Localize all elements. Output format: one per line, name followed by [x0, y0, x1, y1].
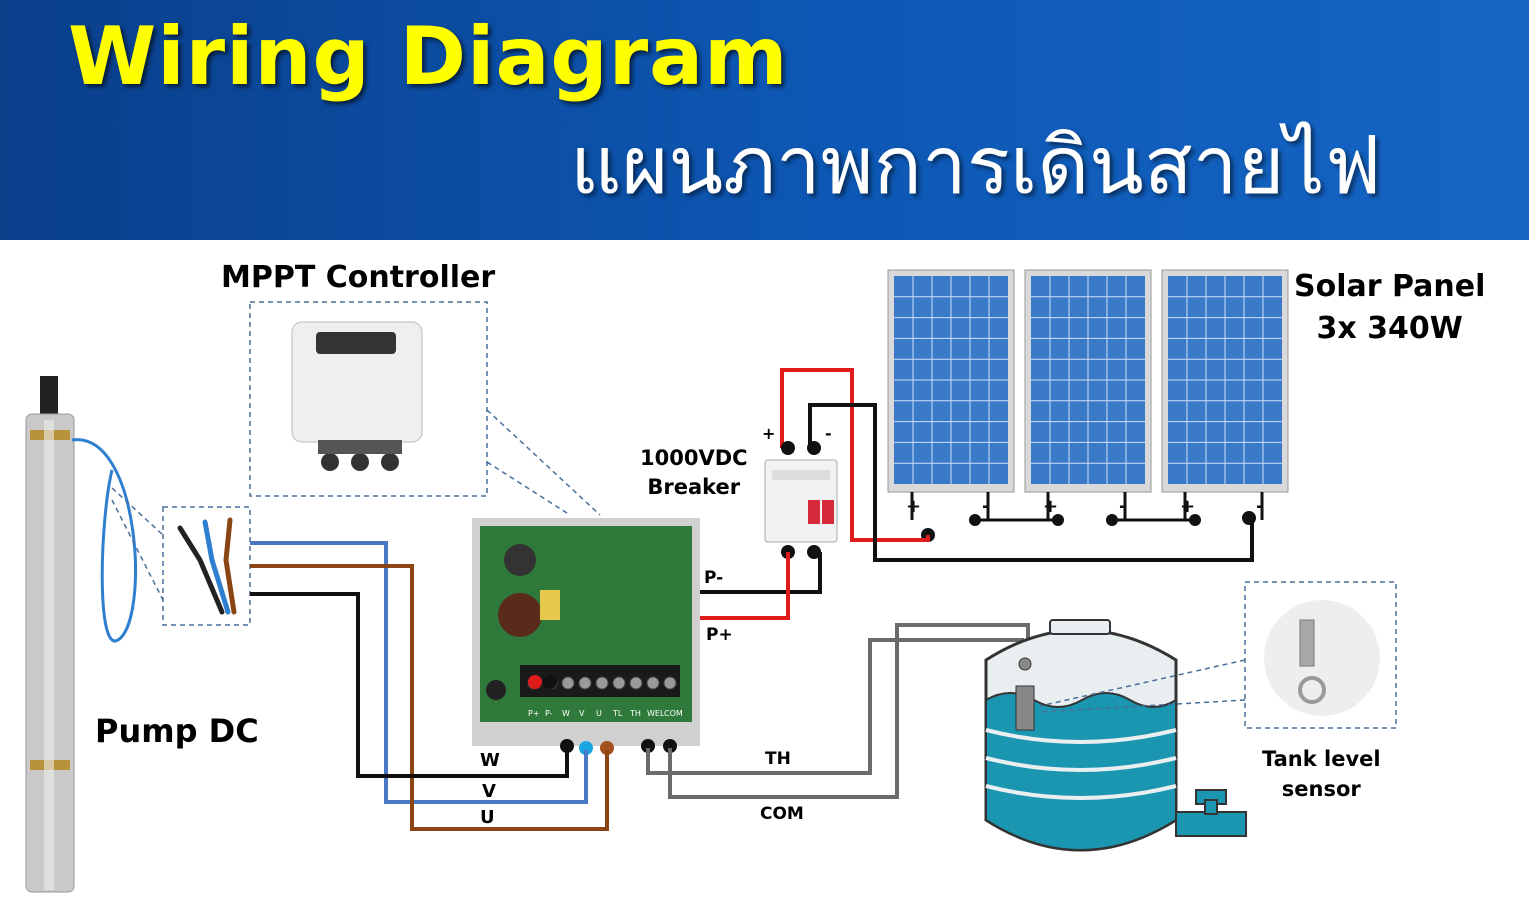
breaker-label-line1: 1000VDC [640, 446, 748, 470]
panel-polarity-label: + [906, 496, 921, 517]
terminal-label: P+ [528, 709, 540, 718]
terminal-label: WEL [647, 709, 665, 718]
terminal-screw [595, 676, 609, 690]
tank-rib [985, 756, 1177, 772]
terminal-screw [629, 676, 643, 690]
pump-label: Pump DC [95, 712, 259, 750]
terminal-label: TL [612, 709, 623, 718]
solar-panel-label-line2: 3x 340W [1316, 311, 1463, 346]
breaker-minus-label: - [825, 424, 832, 443]
tank-sensor-callout-box [1244, 581, 1397, 729]
terminal-label: U [596, 709, 602, 718]
terminal-screw [561, 676, 575, 690]
breaker-label-line2: Breaker [647, 475, 741, 499]
tank-level-sensor-photo [1264, 600, 1380, 716]
wire-u-label: U [480, 807, 495, 828]
panel-polarity-label: - [982, 496, 989, 517]
panel-polarity-label: + [1043, 496, 1058, 517]
solar-panel-array [887, 269, 1289, 493]
terminal-screw [646, 676, 660, 690]
tank-sensor-label-line2: sensor [1281, 777, 1361, 801]
wire-panel-positive [780, 368, 930, 542]
wire-v [250, 541, 588, 804]
terminal-label: V [579, 709, 585, 718]
panel-series-links [910, 492, 1264, 522]
page-subtitle: แผนภาพการเดินสายไฟ [570, 119, 1382, 212]
terminal-label: P- [545, 709, 553, 718]
wire-u [250, 564, 609, 831]
p-plus-label: P+ [706, 625, 733, 645]
controller-dots [528, 675, 677, 755]
terminal-screw [578, 676, 592, 690]
panel-dots [921, 511, 1256, 542]
panel-polarity-label: + [1180, 496, 1195, 517]
terminal-label: COM [664, 709, 683, 718]
terminal-label: W [562, 709, 570, 718]
terminal-label: TH [629, 709, 641, 718]
water-tank [984, 619, 1247, 852]
tank-rib [985, 728, 1177, 744]
tank-sensor-label: Tank level sensor [1262, 744, 1381, 804]
p-minus-label: P- [704, 568, 723, 588]
solar-panel-label-line1: Solar Panel [1294, 269, 1486, 304]
header-banner: Wiring Diagram แผนภาพการเดินสายไฟ [0, 0, 1529, 240]
panel-polarity-label: - [1119, 496, 1126, 517]
controller-callout-box [249, 301, 488, 497]
dc-breaker [764, 441, 838, 559]
submersible-pump [25, 376, 137, 893]
breaker-plus-label: + [762, 424, 775, 443]
wire-w [250, 592, 569, 778]
mppt-controller-enclosure [291, 321, 423, 471]
wire-w-label: W [480, 750, 500, 771]
page-title: Wiring Diagram [68, 10, 789, 103]
terminal-screw [612, 676, 626, 690]
wire-th-label: TH [765, 749, 791, 769]
wire-com-label: COM [760, 804, 804, 824]
tank-rib [985, 784, 1177, 800]
mppt-controller-label: MPPT Controller [221, 260, 496, 295]
panel-polarity-label: - [1256, 496, 1263, 517]
wire-com [668, 623, 1030, 799]
tank-sensor-label-line1: Tank level [1262, 747, 1381, 771]
breaker-label: 1000VDC Breaker [640, 444, 748, 502]
pump-cable-ends [177, 517, 237, 615]
wire-panel-negative [808, 403, 1254, 562]
wire-th [646, 638, 1024, 775]
terminal-screw [663, 676, 677, 690]
wire-v-label: V [482, 781, 496, 802]
solar-panel-label: Solar Panel 3x 340W [1294, 266, 1485, 350]
